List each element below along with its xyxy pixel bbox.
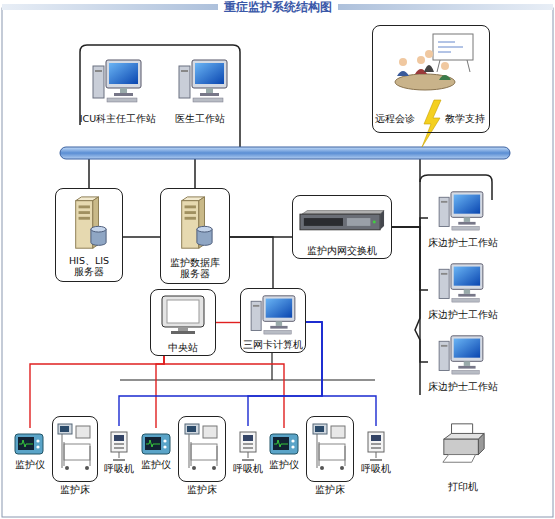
connector bbox=[392, 227, 428, 290]
bed-icon bbox=[58, 424, 90, 470]
node-label: 监护床 bbox=[169, 484, 235, 495]
node-label: 床边护士工作站 bbox=[428, 237, 494, 248]
node-label: HIS、LIS 服务器 bbox=[58, 255, 120, 277]
node-label: 呼吸机 bbox=[228, 463, 268, 474]
computer-icon bbox=[439, 336, 483, 374]
ventilator: 呼吸机 bbox=[356, 426, 396, 476]
connector bbox=[156, 356, 164, 428]
connector bbox=[216, 322, 240, 323]
ventilator-icon bbox=[368, 432, 384, 460]
connector bbox=[392, 227, 428, 362]
computer-icon bbox=[179, 60, 227, 102]
wire bbox=[120, 379, 375, 380]
connector bbox=[119, 322, 322, 426]
computer-icon bbox=[93, 60, 141, 102]
connector bbox=[306, 322, 376, 426]
switch-icon bbox=[300, 210, 384, 230]
computer-icon bbox=[439, 264, 483, 302]
workstation: 床边护士工作站 bbox=[428, 186, 494, 250]
bed-box: 监护床 bbox=[52, 416, 98, 482]
central-station-box: 中央站 bbox=[150, 289, 216, 356]
server-box: HIS、LIS 服务器 bbox=[55, 188, 123, 282]
node-label: ICU科主任工作站 bbox=[78, 113, 158, 124]
bed-box: 监护床 bbox=[306, 416, 354, 482]
wire bbox=[271, 353, 272, 380]
bed-box: 监护床 bbox=[178, 416, 226, 482]
connector bbox=[230, 237, 273, 288]
node-label: 床边护士工作站 bbox=[428, 381, 494, 392]
node-label: 呼吸机 bbox=[356, 463, 396, 474]
ventilator-icon bbox=[111, 432, 127, 460]
connector bbox=[164, 356, 284, 428]
diagram-title-row: 重症监护系统结构图 bbox=[0, 0, 555, 14]
node-label: 监护仪 bbox=[134, 459, 178, 470]
patient-monitor-icon bbox=[15, 434, 43, 454]
connector bbox=[248, 322, 322, 426]
diagram-title: 重症监护系统结构图 bbox=[218, 0, 338, 14]
node-label: 监护数据库 服务器 bbox=[163, 257, 227, 279]
patient-monitor: 监护仪 bbox=[262, 428, 306, 472]
connector bbox=[30, 356, 164, 428]
node-label: 监护床 bbox=[297, 484, 363, 495]
ventilator-icon bbox=[240, 432, 256, 460]
network-bus bbox=[60, 147, 510, 159]
patient-monitor-icon bbox=[270, 434, 298, 454]
node-label: 三网卡计算机 bbox=[241, 339, 305, 350]
node-label: 教学支持 bbox=[445, 113, 485, 124]
node-label: 监护内网交换机 bbox=[293, 245, 391, 256]
remote-box: 远程会诊 教学支持 bbox=[372, 25, 490, 133]
workstation: 床边护士工作站 bbox=[428, 330, 494, 394]
node-label: 远程会诊 bbox=[375, 113, 415, 124]
bed-icon bbox=[313, 424, 345, 470]
bed-icon bbox=[185, 424, 217, 470]
node-label: 呼吸机 bbox=[100, 463, 138, 474]
server-icon bbox=[76, 197, 106, 248]
outer-border bbox=[2, 8, 553, 517]
printer: 打印机 bbox=[432, 418, 494, 494]
switch-box: 监护内网交换机 bbox=[292, 195, 392, 259]
node-label: 监护床 bbox=[43, 484, 107, 495]
workstation: 床边护士工作站 bbox=[428, 258, 494, 322]
node-label: 监护仪 bbox=[262, 459, 306, 470]
node-label: 医生工作站 bbox=[160, 113, 240, 124]
workstation: ICU科主任工作站 bbox=[78, 52, 158, 126]
connector bbox=[123, 236, 160, 237]
central-monitor-icon bbox=[162, 296, 204, 334]
patient-monitor-icon bbox=[142, 434, 170, 454]
connector bbox=[392, 218, 428, 227]
ventilator: 呼吸机 bbox=[100, 426, 138, 476]
patient-monitor: 监护仪 bbox=[8, 428, 52, 472]
workstation: 医生工作站 bbox=[160, 52, 240, 126]
bus-tap bbox=[194, 159, 196, 188]
computer-icon bbox=[439, 192, 483, 230]
printer-icon bbox=[443, 424, 484, 462]
patient-monitor: 监护仪 bbox=[134, 428, 178, 472]
lightning-link bbox=[422, 100, 441, 147]
node-label: 打印机 bbox=[432, 481, 494, 492]
computer-icon bbox=[251, 296, 295, 334]
server-box: 监护数据库 服务器 bbox=[160, 188, 230, 284]
node-label: 中央站 bbox=[151, 342, 215, 353]
meeting-illustration bbox=[395, 34, 473, 90]
node-label: 监护仪 bbox=[8, 459, 52, 470]
computer-box: 三网卡计算机 bbox=[240, 288, 306, 353]
group-bracket bbox=[415, 159, 420, 395]
node-label: 床边护士工作站 bbox=[428, 309, 494, 320]
ventilator: 呼吸机 bbox=[228, 426, 268, 476]
bus-tap bbox=[88, 159, 90, 188]
group-bracket bbox=[80, 45, 240, 147]
server-icon bbox=[182, 197, 212, 248]
connector bbox=[230, 236, 292, 237]
